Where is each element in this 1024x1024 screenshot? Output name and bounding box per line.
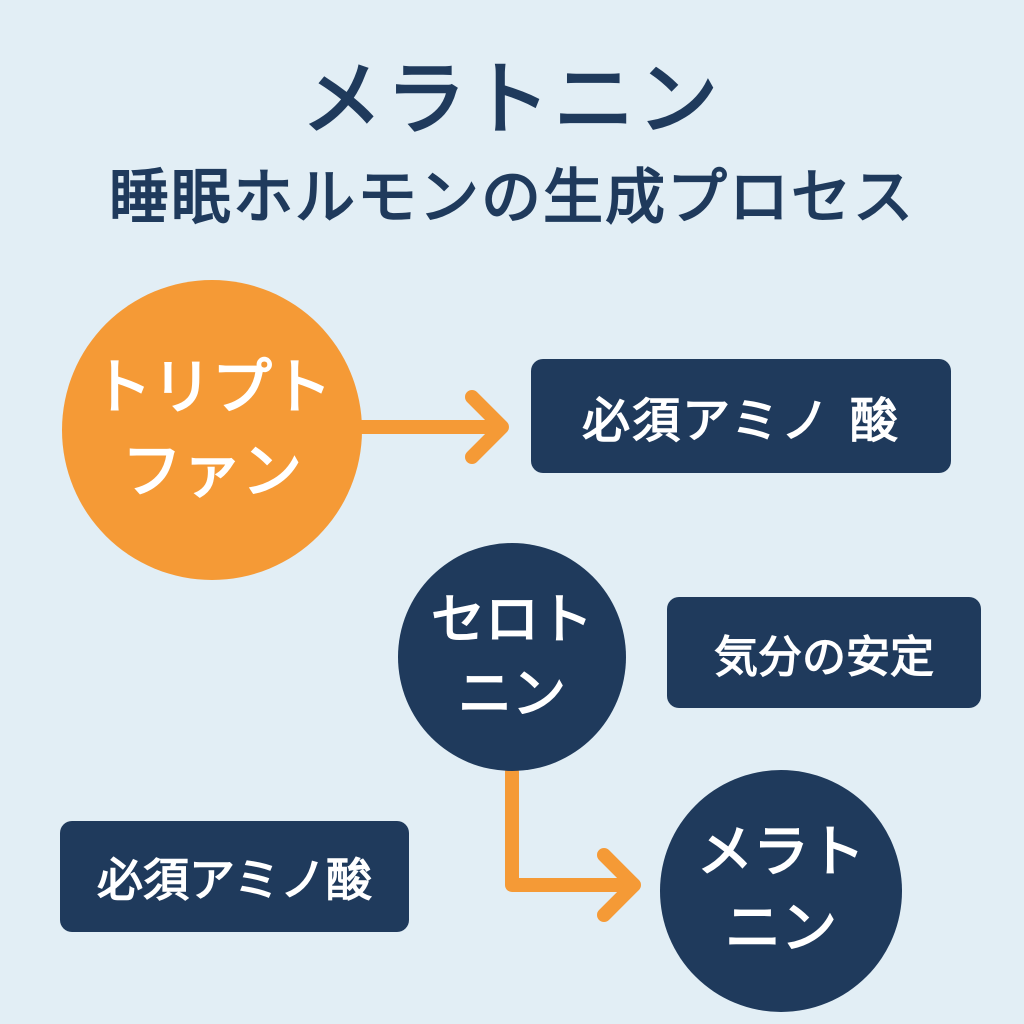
- node-serotonin-label: セロト ニン: [431, 588, 593, 725]
- arrow-serotonin-to-melatonin: [505, 765, 635, 892]
- node-melatonin: メラト ニン: [660, 770, 902, 1012]
- node-tryptophan-label: トリプト ファン: [92, 353, 332, 507]
- node-tryptophan: トリプト ファン: [62, 280, 362, 580]
- label-essential-amino-acid-top: 必須アミノ 酸: [531, 359, 951, 473]
- label-essential-amino-acid-bottom: 必須アミノ酸: [60, 821, 409, 932]
- arrow-head-serotonin-to-melatonin: [597, 848, 641, 922]
- node-serotonin: セロト ニン: [398, 543, 626, 771]
- label-mood-stability: 気分の安定: [667, 597, 981, 708]
- page-subtitle: 睡眠ホルモンの生成プロセス: [109, 163, 915, 233]
- node-melatonin-label: メラト ニン: [697, 820, 865, 961]
- arrow-head-tryptophan-to-amino: [465, 390, 509, 464]
- page-title: メラトニン: [302, 53, 722, 146]
